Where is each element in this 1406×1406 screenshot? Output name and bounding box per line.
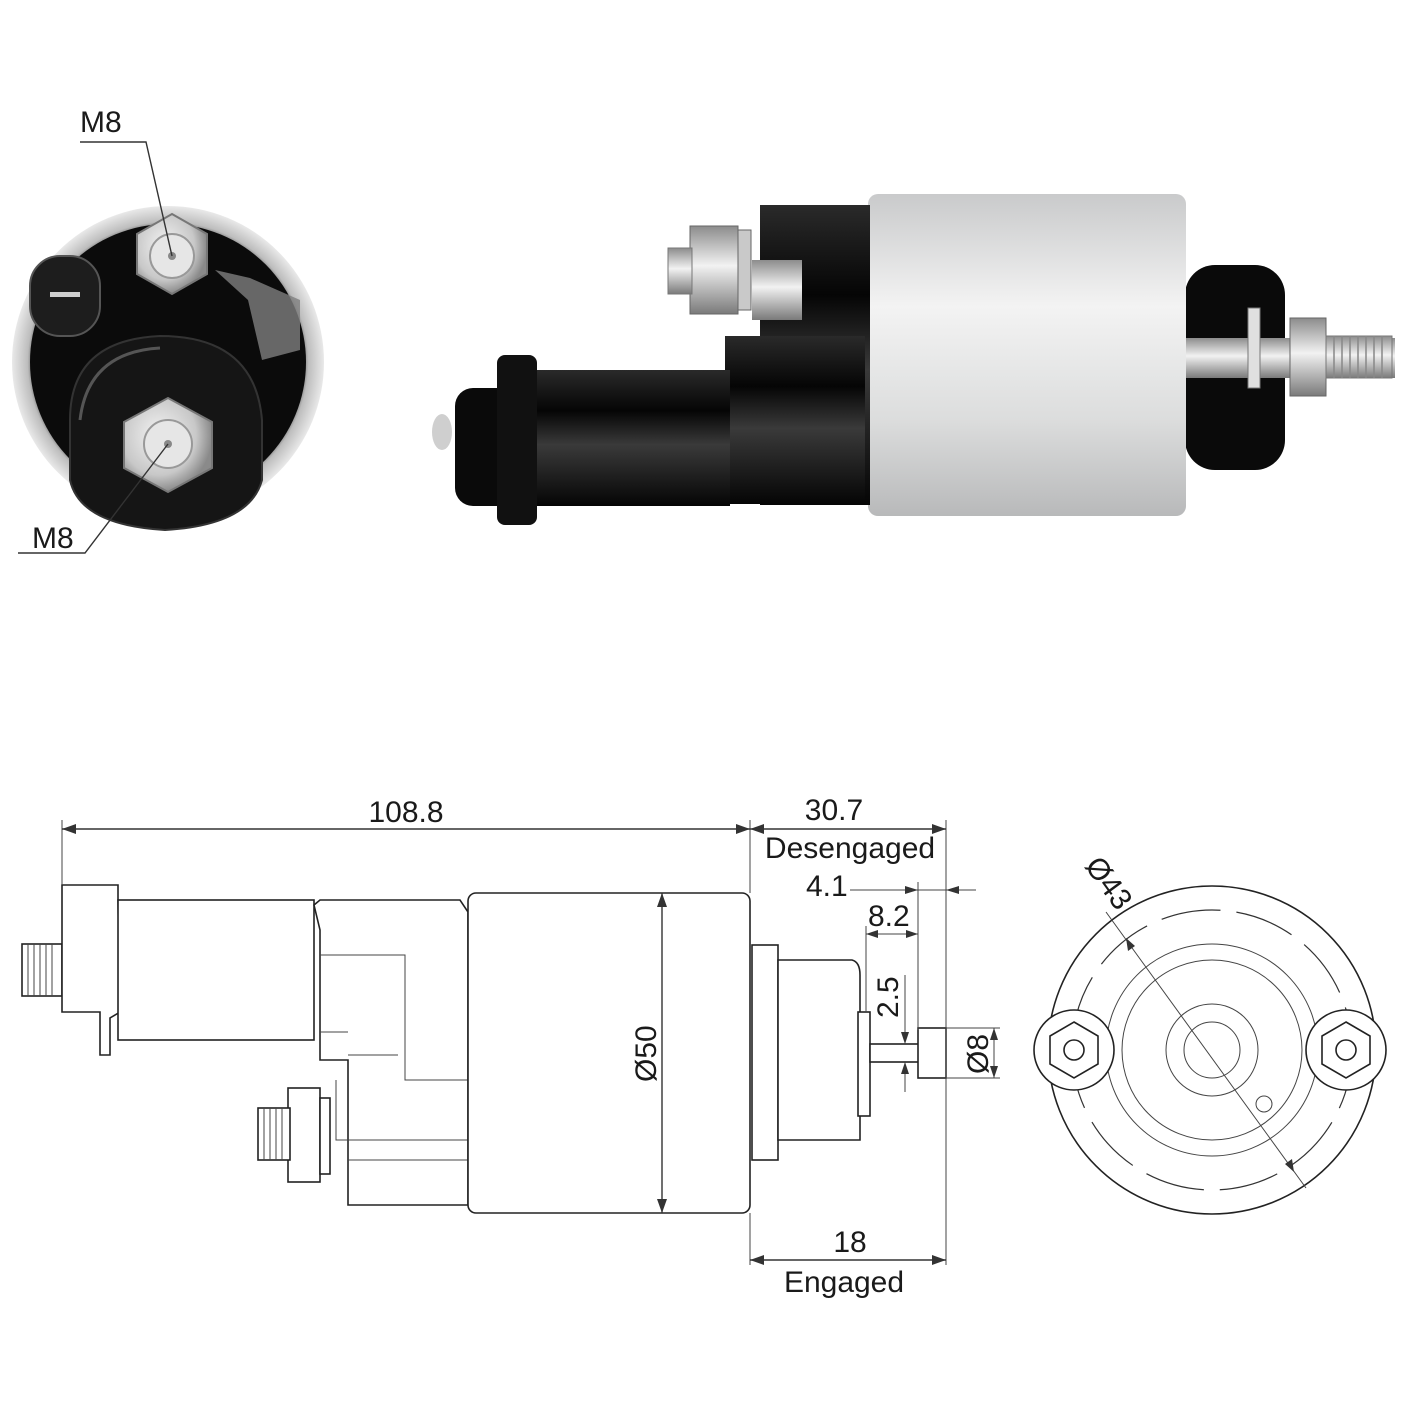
drawing-main-can xyxy=(467,892,751,1214)
drawing-barrel xyxy=(117,899,315,1041)
side-view-silver-can xyxy=(868,194,1186,516)
dim-desengaged-value: 30.7 xyxy=(805,794,863,827)
drawing-rear-cap xyxy=(777,959,861,1141)
drawing-lower-nut xyxy=(287,1087,321,1183)
side-view-black-barrel xyxy=(515,370,730,506)
dim-gap-c-arrows xyxy=(901,1032,909,1074)
label-top-m8: M8 xyxy=(80,106,122,139)
end-drawing-left-stud xyxy=(1063,1039,1085,1061)
end-drawing-ring-2 xyxy=(1121,959,1303,1141)
drawing-plunger-head xyxy=(917,1027,947,1079)
leader-bottom-m8 xyxy=(18,443,169,554)
side-view-photo xyxy=(432,194,1395,525)
end-view-top-stud-center xyxy=(168,252,176,260)
end-drawing-ring-3 xyxy=(1165,1003,1259,1097)
end-drawing: Ø43 xyxy=(1033,851,1387,1215)
drawing-rear-flange xyxy=(751,944,779,1161)
side-view-top-washer xyxy=(736,229,752,311)
dim-flange-line xyxy=(1105,911,1307,1189)
dim-gap-b-arrows xyxy=(866,930,918,938)
side-view-rear-thread-lines xyxy=(1333,336,1383,378)
side-view-top-bracket xyxy=(752,260,802,320)
side-view-front-rim xyxy=(497,355,537,525)
leader-top-m8 xyxy=(80,141,173,257)
dim-shaft-arrows xyxy=(990,1028,998,1078)
end-drawing-right-stud xyxy=(1335,1039,1357,1061)
dim-gap-c-value: 2.5 xyxy=(872,976,905,1018)
end-view-copper-strap xyxy=(215,270,300,360)
drawing-lower-washer xyxy=(319,1097,331,1175)
side-view-rear-thread xyxy=(1325,335,1393,379)
dim-engaged-label: Engaged xyxy=(784,1266,904,1299)
side-view-rear-nut xyxy=(1289,317,1327,397)
dim-gap-a-value: 4.1 xyxy=(806,870,848,903)
dim-gap-b-value: 8.2 xyxy=(868,900,910,933)
end-drawing-ring-4 xyxy=(1183,1021,1241,1079)
drawing-housing-inner xyxy=(320,954,468,1161)
end-drawing-small-hole xyxy=(1255,1095,1273,1113)
side-view-rear-washer xyxy=(1247,307,1261,389)
side-drawing: 108.8 30.7 Desengaged 4.1 8.2 2.5 Ø8 Ø50 xyxy=(21,794,1000,1299)
drawing-lower-thread xyxy=(257,1107,291,1161)
label-bottom-m8: M8 xyxy=(32,522,74,555)
end-view-connector-pin xyxy=(50,292,80,297)
dim-engaged-value: 18 xyxy=(833,1226,866,1259)
side-view-top-thread xyxy=(667,247,693,295)
dim-gap-a-arrows xyxy=(905,886,959,894)
drawing-front-thread-lines xyxy=(27,944,53,996)
side-view-front-stud xyxy=(432,414,452,450)
dim-flange-value: Ø43 xyxy=(1078,851,1138,916)
side-view-top-nut xyxy=(689,225,739,315)
drawing-lower-thread-lines xyxy=(263,1108,283,1160)
dim-body-value: Ø50 xyxy=(630,1025,663,1082)
dim-overall-value: 108.8 xyxy=(368,796,443,829)
side-view-black-step xyxy=(725,336,865,504)
drawing-plunger-shaft xyxy=(869,1043,921,1063)
drawing-rear-collar xyxy=(857,1011,871,1117)
drawing-front-block xyxy=(61,884,121,1056)
end-view-photo: M8 M8 xyxy=(12,106,324,555)
drawing-front-thread xyxy=(21,943,63,997)
dim-desengaged-label: Desengaged xyxy=(765,832,935,865)
end-view-tower-highlight xyxy=(78,346,161,421)
dim-shaft-value: Ø8 xyxy=(962,1034,995,1074)
drawing-housing xyxy=(313,899,469,1206)
